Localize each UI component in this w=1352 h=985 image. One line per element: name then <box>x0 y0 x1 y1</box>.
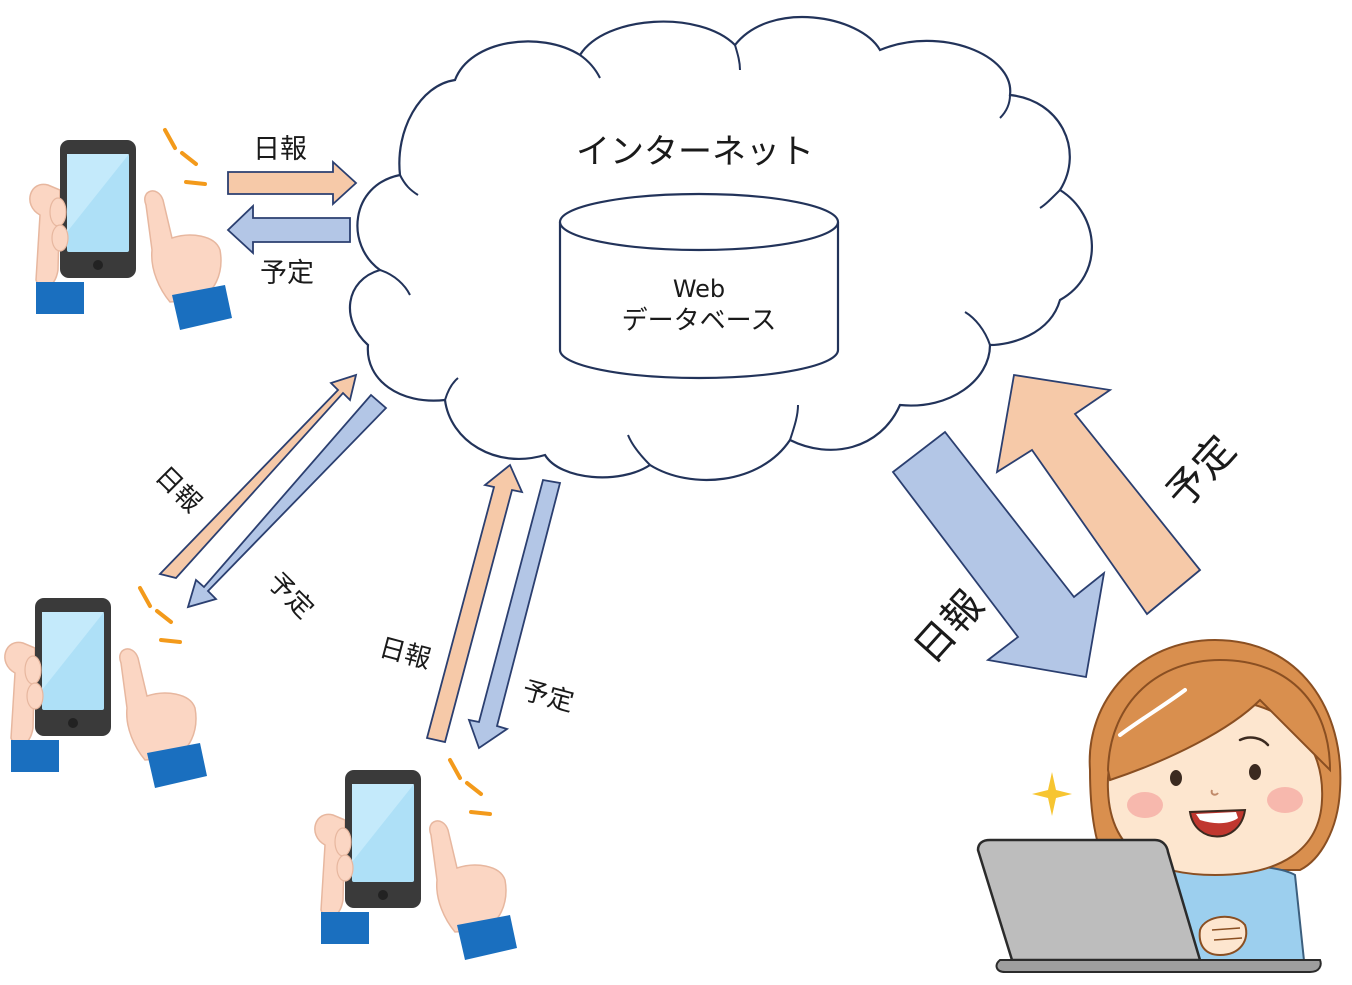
schedule-label-3: 予定 <box>519 676 577 718</box>
laptop-user-icon <box>976 638 1342 973</box>
smartphone-hand-icon <box>312 758 519 962</box>
report-label-large: 日報 <box>905 582 993 672</box>
schedule-arrow-3 <box>467 478 562 750</box>
schedule-label-1: 予定 <box>260 258 314 289</box>
database-label-line1: Web <box>673 275 725 303</box>
schedule-label-large: 予定 <box>1157 427 1245 517</box>
smartphone-hand-icon <box>2 586 209 790</box>
cloud-label: インターネット <box>576 132 814 172</box>
report-arrow-large <box>891 430 1106 679</box>
report-arrow-3 <box>425 463 524 744</box>
database-label-line2: データベース <box>622 306 777 336</box>
schedule-arrow-2 <box>186 393 388 609</box>
smartphone-hand-icon <box>27 128 234 332</box>
schedule-arrow-1 <box>226 203 351 256</box>
report-label-3: 日報 <box>376 633 434 675</box>
database-cylinder-icon <box>558 192 840 380</box>
schedule-arrow-large <box>995 373 1202 616</box>
report-label-2: 日報 <box>149 461 207 519</box>
schedule-label-2: 予定 <box>261 567 319 625</box>
report-arrow-1 <box>227 159 358 207</box>
report-arrow-2 <box>158 373 358 580</box>
report-label-1: 日報 <box>253 134 307 165</box>
